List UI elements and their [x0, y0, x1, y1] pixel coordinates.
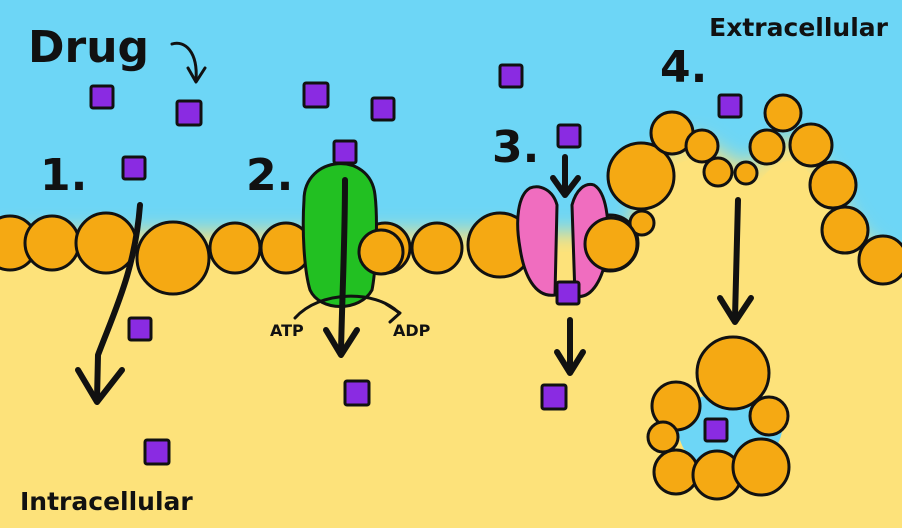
- extracellular-label: Extracellular: [709, 13, 889, 42]
- channel-left-subunit: [516, 185, 559, 297]
- pump-arrow: [338, 177, 348, 355]
- arrows: [75, 41, 754, 405]
- adp-label: ADP: [393, 321, 431, 340]
- drug-molecule: [121, 155, 147, 181]
- vesicle-lipid: [695, 335, 771, 411]
- lipid-head: [583, 216, 639, 272]
- drug-molecule: [555, 280, 581, 306]
- lipid-head: [410, 221, 464, 275]
- drug-pointer-arrow: [170, 41, 198, 82]
- drug-molecules: [89, 63, 743, 466]
- drug-molecule: [498, 63, 524, 89]
- drug-molecule: [127, 316, 153, 342]
- channel-arrowhead-in: [550, 175, 581, 198]
- vesicle-lipid: [748, 395, 790, 437]
- drug-pointer-arrowhead: [186, 66, 207, 84]
- lipid-head: [857, 234, 902, 286]
- lipid-head: [135, 220, 211, 296]
- drug-molecule: [343, 379, 371, 407]
- lipid-head: [748, 128, 786, 166]
- step-2-label: 2.: [246, 150, 293, 201]
- lipid-head: [23, 214, 81, 272]
- vesicle-lipid: [731, 437, 791, 497]
- lipid-head: [788, 122, 834, 168]
- lipid-head: [808, 160, 858, 210]
- step-3-label: 3.: [492, 122, 539, 173]
- drug-molecule: [302, 81, 330, 109]
- channel-arrowhead-out: [554, 349, 586, 376]
- vesicle: [646, 335, 791, 501]
- endocytosis-arrowhead: [717, 295, 754, 325]
- atp-label: ATP: [270, 321, 304, 340]
- atp-adp-arrowhead: [384, 302, 402, 324]
- drug-molecule: [89, 84, 115, 110]
- diffusion-arrow: [94, 202, 143, 403]
- lipid-head: [357, 228, 405, 276]
- drug-molecule: [703, 417, 729, 443]
- step-1-label: 1.: [40, 150, 87, 201]
- pump-arrowhead: [323, 327, 360, 358]
- lipid-head: [763, 93, 803, 133]
- intracellular-label: Intracellular: [20, 487, 193, 516]
- step-4-label: 4.: [660, 42, 707, 93]
- lipid-head: [606, 141, 676, 211]
- drug-molecule: [717, 93, 743, 119]
- drug-molecule: [143, 438, 171, 466]
- lipid-head: [702, 156, 734, 188]
- drug-molecule: [332, 139, 358, 165]
- drug-label: Drug: [28, 22, 149, 73]
- drug-molecule: [370, 96, 396, 122]
- diffusion-arrowhead: [75, 367, 125, 405]
- drug-molecule: [540, 383, 568, 411]
- lipid-head: [208, 221, 262, 275]
- lipid-head: [74, 211, 138, 275]
- lipid-head: [820, 205, 870, 255]
- lipid-head: [684, 128, 720, 164]
- drug-molecule: [556, 123, 582, 149]
- vesicle-lipid: [646, 420, 680, 454]
- drug-molecule: [175, 99, 203, 127]
- lipid-head: [733, 160, 759, 186]
- endocytosis-arrow: [732, 197, 741, 321]
- lipid-head: [628, 209, 656, 237]
- vesicle-lipid: [652, 448, 700, 496]
